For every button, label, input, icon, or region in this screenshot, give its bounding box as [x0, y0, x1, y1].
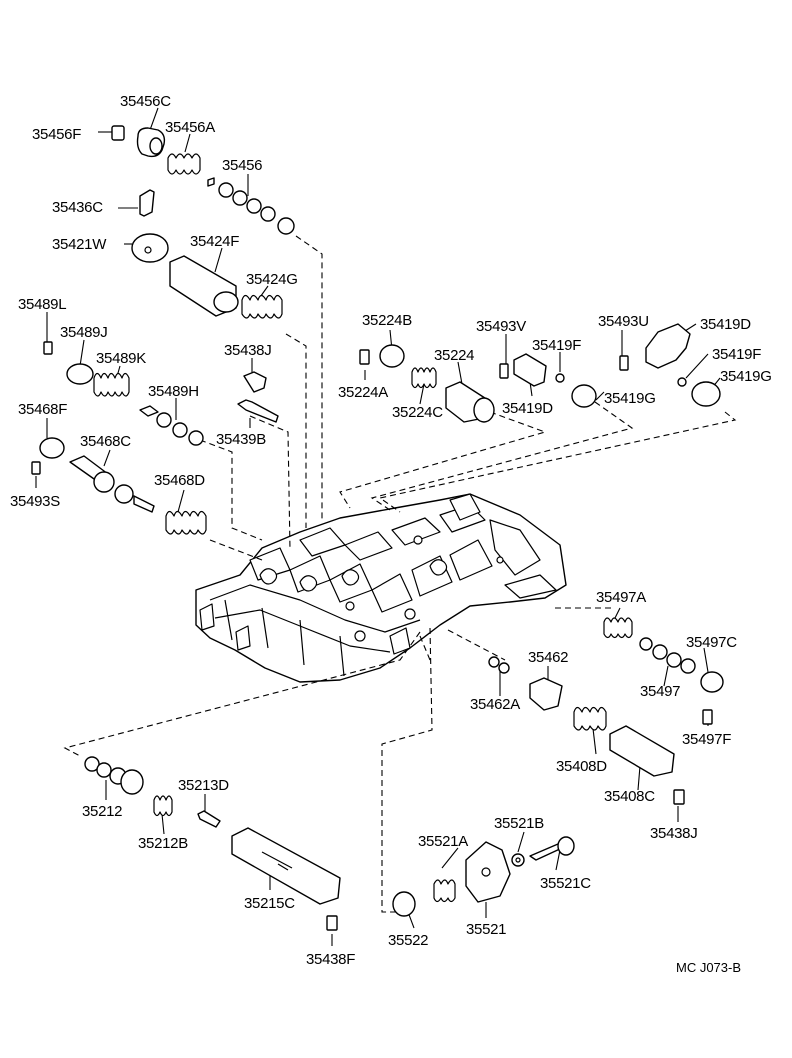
- part-label: 35224C: [392, 404, 443, 421]
- part-label: 35456: [222, 157, 262, 174]
- part-label: 35521C: [540, 875, 591, 892]
- part-label: 35424F: [190, 233, 239, 250]
- part-label: 35421W: [52, 236, 107, 253]
- part-label: 35456C: [120, 93, 171, 110]
- part-label: 35521B: [494, 815, 544, 832]
- part-label: 35224B: [362, 312, 412, 329]
- dashed-centerlines: [63, 235, 737, 913]
- part-label: 35493U: [598, 313, 649, 330]
- part-label: 35497A: [596, 589, 646, 606]
- part-label: 35521: [466, 921, 506, 938]
- part-label: 35419D: [700, 316, 751, 333]
- part-label: 35497C: [686, 634, 737, 651]
- part-label: 35212B: [138, 835, 188, 852]
- part-label: 35462A: [470, 696, 520, 713]
- part-label: 35456A: [165, 119, 215, 136]
- part-label: 35468F: [18, 401, 67, 418]
- part-label: 35497: [640, 683, 680, 700]
- part-labels: 35456C 35456F 35456A 35456 35436C 35421W…: [10, 93, 772, 975]
- part-label: 35493V: [476, 318, 526, 335]
- part-label: 35456F: [32, 126, 81, 143]
- part-label: 35213D: [178, 777, 229, 794]
- part-label: 35419F: [712, 346, 761, 363]
- part-label: 35468C: [80, 433, 131, 450]
- leader-lines: [35, 107, 721, 946]
- part-label: 35408D: [556, 758, 607, 775]
- part-label: 35438J: [650, 825, 697, 842]
- part-label: 35224A: [338, 384, 388, 401]
- drawing-code: MC J073-B: [676, 960, 741, 975]
- part-drawings: [31, 125, 724, 931]
- part-label: 35436C: [52, 199, 103, 216]
- part-label: 35438J: [224, 342, 271, 359]
- part-label: 35419G: [720, 368, 772, 385]
- part-label: 35522: [388, 932, 428, 949]
- part-label: 35419D: [502, 400, 553, 417]
- part-label: 35497F: [682, 731, 731, 748]
- part-label: 35215C: [244, 895, 295, 912]
- part-label: 35438F: [306, 951, 355, 968]
- part-label: 35489L: [18, 296, 66, 313]
- part-label: 35419F: [532, 337, 581, 354]
- part-label: 35489H: [148, 383, 199, 400]
- part-label: 35489J: [60, 324, 107, 341]
- part-label: 35224: [434, 347, 474, 364]
- part-label: 35462: [528, 649, 568, 666]
- part-label: 35419G: [604, 390, 656, 407]
- part-label: 35408C: [604, 788, 655, 805]
- part-label: 35468D: [154, 472, 205, 489]
- part-label: 35489K: [96, 350, 146, 367]
- part-label: 35493S: [10, 493, 60, 510]
- part-label: 35439B: [216, 431, 266, 448]
- valve-body: [195, 493, 567, 683]
- part-label: 35212: [82, 803, 122, 820]
- part-label: 35521A: [418, 833, 468, 850]
- part-label: 35424G: [246, 271, 298, 288]
